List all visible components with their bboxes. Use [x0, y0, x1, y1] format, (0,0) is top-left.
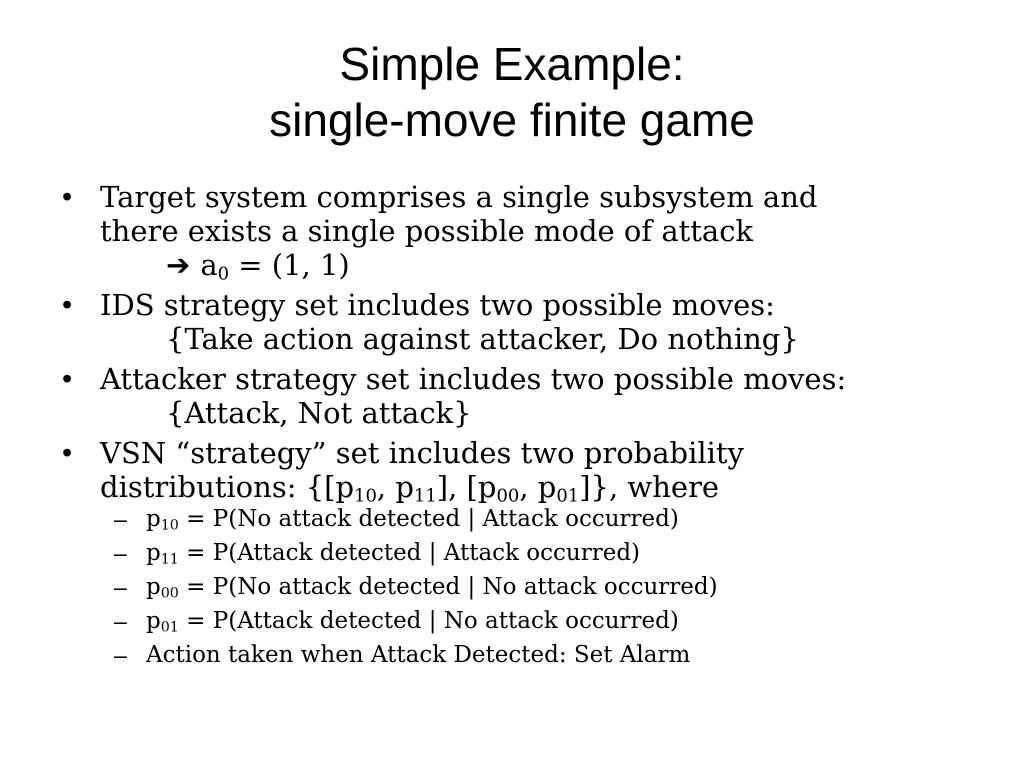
text-segment: , p: [519, 470, 557, 504]
prob-var: p: [146, 608, 161, 634]
bullet-marker: •: [62, 181, 73, 213]
prob-var: p: [146, 506, 161, 532]
slide-title: Simple Example: single-move finite game: [0, 36, 1024, 148]
sub-bullet-marker: –: [114, 608, 127, 634]
sub-bullet-marker: –: [114, 574, 127, 600]
text-segment: distributions: {[p: [100, 470, 355, 504]
bullet-target-system: • Target system comprises a single subsy…: [58, 180, 1008, 285]
subscript: 01: [556, 485, 580, 507]
bullet-vsn-strategy: • VSN “strategy” set includes two probab…: [58, 436, 1008, 507]
sub-bullet-p01: – p01 = P(Attack detected | No attack oc…: [58, 604, 1008, 638]
subscript: 00: [496, 485, 520, 507]
sub-bullet-p10: – p10 = P(No attack detected | Attack oc…: [58, 502, 1008, 536]
bullet-text-line: there exists a single possible mode of a…: [100, 214, 754, 248]
bullet-marker: •: [62, 437, 73, 469]
prob-subscript: 11: [160, 551, 179, 568]
subscript: 11: [413, 485, 437, 507]
bullet-text-line: {Attack, Not attack}: [166, 396, 472, 430]
subscript: 10: [354, 485, 377, 507]
attack-mode-formula: ➔ a0 = (1, 1): [100, 248, 1008, 285]
formula-subscript: 0: [217, 263, 230, 285]
prob-subscript: 10: [160, 517, 179, 534]
formula-var: a: [200, 248, 218, 282]
formula-value: = (1, 1): [229, 248, 350, 282]
slide-body: • Target system comprises a single subsy…: [58, 180, 1008, 672]
probability-definitions: – p10 = P(No attack detected | Attack oc…: [58, 502, 1008, 672]
sub-bullet-action: – Action taken when Attack Detected: Set…: [58, 638, 1008, 672]
action-text: Action taken when Attack Detected: Set A…: [146, 642, 691, 668]
sub-bullet-marker: –: [114, 642, 127, 668]
title-line-1: Simple Example:: [339, 38, 685, 90]
title-line-2: single-move finite game: [269, 94, 755, 146]
prob-definition: = P(Attack detected | Attack occurred): [178, 540, 641, 566]
bullet-text-line: Attacker strategy set includes two possi…: [100, 362, 847, 396]
bullet-marker: •: [62, 289, 73, 321]
prob-definition: = P(No attack detected | No attack occur…: [178, 574, 718, 600]
bullet-attacker-strategy: • Attacker strategy set includes two pos…: [58, 362, 1008, 430]
sub-bullet-marker: –: [114, 540, 127, 566]
text-segment: ]}, where: [579, 470, 720, 504]
prob-definition: = P(No attack detected | Attack occurred…: [178, 506, 679, 532]
text-segment: ], [p: [436, 470, 497, 504]
bullet-marker: •: [62, 363, 73, 395]
bullet-text-line: VSN “strategy” set includes two probabil…: [100, 436, 744, 470]
bullet-ids-strategy: • IDS strategy set includes two possible…: [58, 288, 1008, 356]
distributions-line: distributions: {[p10, p11], [p00, p01]},…: [100, 470, 1008, 507]
bullet-text-line: {Take action against attacker, Do nothin…: [166, 322, 799, 356]
sub-bullet-p11: – p11 = P(Attack detected | Attack occur…: [58, 536, 1008, 570]
prob-definition: = P(Attack detected | No attack occurred…: [178, 608, 679, 634]
sub-bullet-p00: – p00 = P(No attack detected | No attack…: [58, 570, 1008, 604]
right-arrow-icon: ➔: [166, 248, 191, 282]
prob-var: p: [146, 574, 161, 600]
bullet-text-line: Target system comprises a single subsyst…: [100, 180, 818, 214]
sub-bullet-marker: –: [114, 506, 127, 532]
prob-subscript: 01: [160, 619, 179, 636]
bullet-text-line: IDS strategy set includes two possible m…: [100, 288, 775, 322]
text-segment: , p: [376, 470, 414, 504]
prob-subscript: 00: [160, 585, 179, 602]
prob-var: p: [146, 540, 161, 566]
